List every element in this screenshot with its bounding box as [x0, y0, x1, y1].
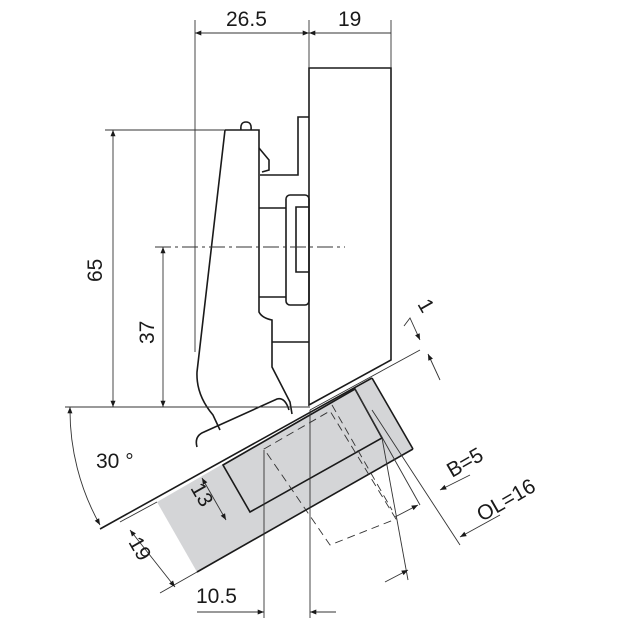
dim-19-top: 19 — [338, 8, 361, 31]
dim-65: 65 — [84, 259, 107, 282]
hinge-arm — [195, 121, 293, 448]
dim-angle: 30 ° — [96, 450, 134, 473]
door — [99, 349, 421, 573]
dim-19-door: 19 — [124, 533, 156, 565]
dim-26-5: 26.5 — [226, 8, 267, 31]
dim-1: 1 — [413, 295, 439, 317]
mounting-plate — [259, 116, 310, 343]
dim-b5: B=5 — [443, 443, 487, 482]
dim-ol16: OL=16 — [473, 475, 540, 527]
dim-37: 37 — [136, 321, 159, 344]
dim-10-5: 10.5 — [196, 585, 237, 608]
cabinet-side-panel — [308, 67, 392, 407]
